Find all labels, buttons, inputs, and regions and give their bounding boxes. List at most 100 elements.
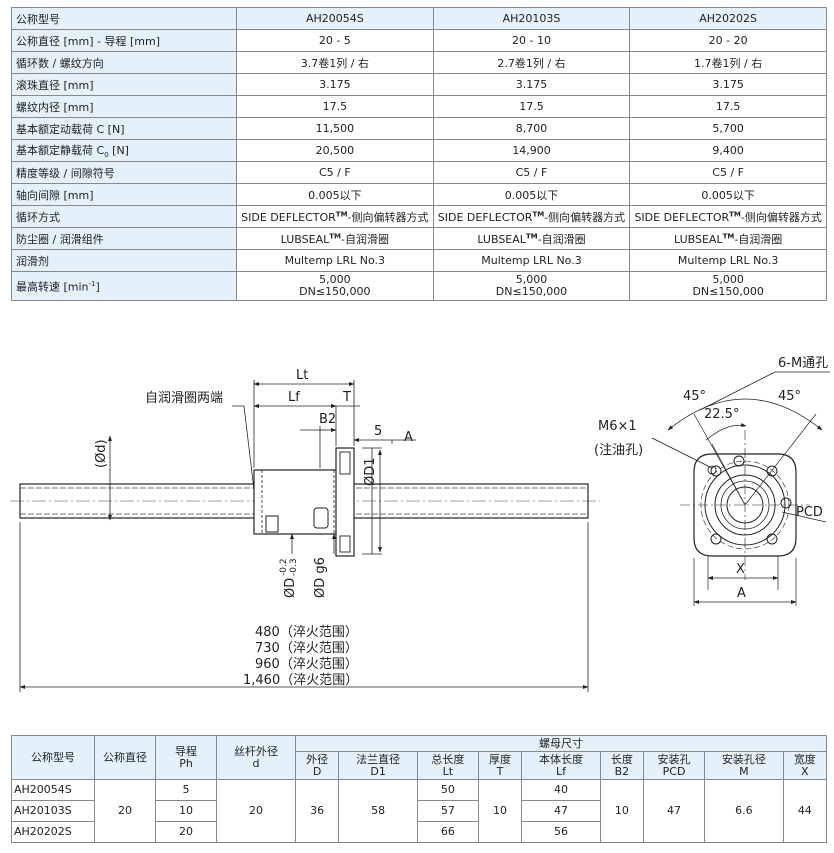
spec-row: 基本额定静载荷 C0 [N] 20,500 14,900 9,400 (11, 139, 827, 162)
spec-row: 精度等级 / 间隙符号 C5 / F C5 / F C5 / F (11, 161, 827, 184)
spec-row: 螺纹内径 [mm] 17.5 17.5 17.5 (11, 95, 827, 118)
label-a: A (404, 430, 413, 445)
spec-label: 循环方式 (11, 205, 237, 228)
Lf-cell: 40 (521, 779, 601, 801)
label-lt: Lt (296, 368, 308, 383)
lead-cell: 20 (155, 821, 217, 843)
spec-value: 0.005以下 (236, 183, 434, 206)
label-d: (Ød) (94, 439, 109, 468)
spec-table: 公称型号 AH20054S AH20103S AH20202S 公称直径 [mm… (11, 7, 827, 301)
spec-value: 17.5 (432, 95, 631, 118)
col-nominal: 公称直径 (94, 735, 156, 780)
label-od: ØD (283, 578, 298, 598)
spec-row: 轴向间隙 [mm] 0.005以下 0.005以下 0.005以下 (11, 183, 827, 206)
spec-value: 20 - 20 (629, 29, 827, 52)
length-label: 960（淬火范围） (255, 657, 358, 672)
model-cell: AH20202S (629, 7, 827, 30)
spec-value: 5,700 (629, 117, 827, 140)
length-label: 1,460（淬火范围） (243, 673, 358, 688)
T-cell: 10 (477, 779, 523, 843)
label-lf: Lf (288, 390, 300, 405)
spec-label: 精度等级 / 间隙符号 (11, 161, 237, 184)
label-m6: M6×1 (598, 419, 637, 434)
spec-value: 17.5 (236, 95, 434, 118)
table-row: AH20054S 20 5 20 36 58 50 10 40 10 47 6.… (11, 779, 828, 843)
label-5: 5 (374, 424, 382, 439)
label-d1: ØD1 (363, 457, 378, 486)
spec-value: 20 - 10 (432, 29, 631, 52)
Lt-cell: 66 (416, 821, 479, 843)
M-cell: 6.6 (704, 779, 784, 843)
spec-value: SIDE DEFLECTORTM-侧向偏转器方式 (236, 205, 434, 228)
table-row: AH20103S 10 57 47 (11, 800, 827, 822)
spec-value: 3.7卷1列 / 右 (236, 51, 434, 74)
flange-end-view (651, 371, 830, 606)
spec-value: 3.175 (432, 73, 631, 96)
spec-value: 20 - 5 (236, 29, 434, 52)
table-row: AH20202S 20 66 56 (11, 821, 827, 843)
spec-value: 2.7卷1列 / 右 (432, 51, 631, 74)
spec-row: 基本额定动载荷 C [N] 11,500 8,700 5,700 (11, 117, 827, 140)
label-self-lube: 自润滑圈两端 (145, 391, 223, 406)
D1-cell: 58 (338, 779, 418, 843)
label-45-left: 45° (683, 389, 706, 404)
label-od-tol-top: -0.2 (279, 558, 289, 576)
spec-value: LUBSEALTM-自润滑圈 (236, 227, 434, 250)
model-cell: AH20103S (11, 800, 95, 822)
spec-value: 0.005以下 (629, 183, 827, 206)
spec-value: Multemp LRL No.3 (629, 249, 827, 272)
spec-value: 14,900 (432, 139, 631, 162)
ball-nut (253, 447, 355, 557)
spec-value: Multemp LRL No.3 (236, 249, 434, 272)
spec-row: 防尘圈 / 润滑组件 LUBSEALTM-自润滑圈 LUBSEALTM-自润滑圈… (11, 227, 827, 250)
col-model: 公称型号 (11, 735, 95, 780)
spec-value: C5 / F (236, 161, 434, 184)
label-od-g6: ØD g6 (313, 557, 328, 598)
spec-value: 3.175 (236, 73, 434, 96)
spec-row: 循环数 / 螺纹方向 3.7卷1列 / 右 2.7卷1列 / 右 1.7卷1列 … (11, 51, 827, 74)
spec-row: 公称直径 [mm] - 导程 [mm] 20 - 5 20 - 10 20 - … (11, 29, 827, 52)
spec-value: 11,500 (236, 117, 434, 140)
model-cell: AH20054S (11, 779, 95, 801)
model-cell: AH20103S (432, 7, 631, 30)
spec-label: 公称型号 (11, 7, 237, 30)
spec-value: 8,700 (432, 117, 631, 140)
spec-label: 最高转速 [min-1] (11, 271, 237, 301)
col-nut-group: 螺母尺寸 (295, 735, 827, 752)
spec-value: 3.175 (629, 73, 827, 96)
spec-value: 1.7卷1列 / 右 (629, 51, 827, 74)
spec-label: 基本额定动载荷 C [N] (11, 117, 237, 140)
spec-value: SIDE DEFLECTORTM-侧向偏转器方式 (432, 205, 631, 228)
X-cell: 44 (782, 779, 828, 843)
spec-label: 螺纹内径 [mm] (11, 95, 237, 118)
label-45-right: 45° (778, 389, 801, 404)
label-6m: 6-M通孔 (778, 356, 828, 371)
length-label: 480（淬火范围） (255, 625, 358, 640)
dimension-lines (19, 380, 589, 692)
label-oil: (注油孔) (594, 443, 643, 458)
label-pcd: PCD (796, 505, 823, 520)
PCD-cell: 47 (643, 779, 706, 843)
label-od-tol-bot: -0.3 (289, 558, 299, 576)
Lf-cell: 56 (521, 821, 601, 843)
spec-value: C5 / F (629, 161, 827, 184)
spec-label: 循环数 / 螺纹方向 (11, 51, 237, 74)
label-a-width: A (737, 586, 746, 601)
B2-cell: 10 (599, 779, 645, 843)
spec-value: LUBSEALTM-自润滑圈 (432, 227, 631, 250)
lead-cell: 10 (155, 800, 217, 822)
spec-value: 17.5 (629, 95, 827, 118)
